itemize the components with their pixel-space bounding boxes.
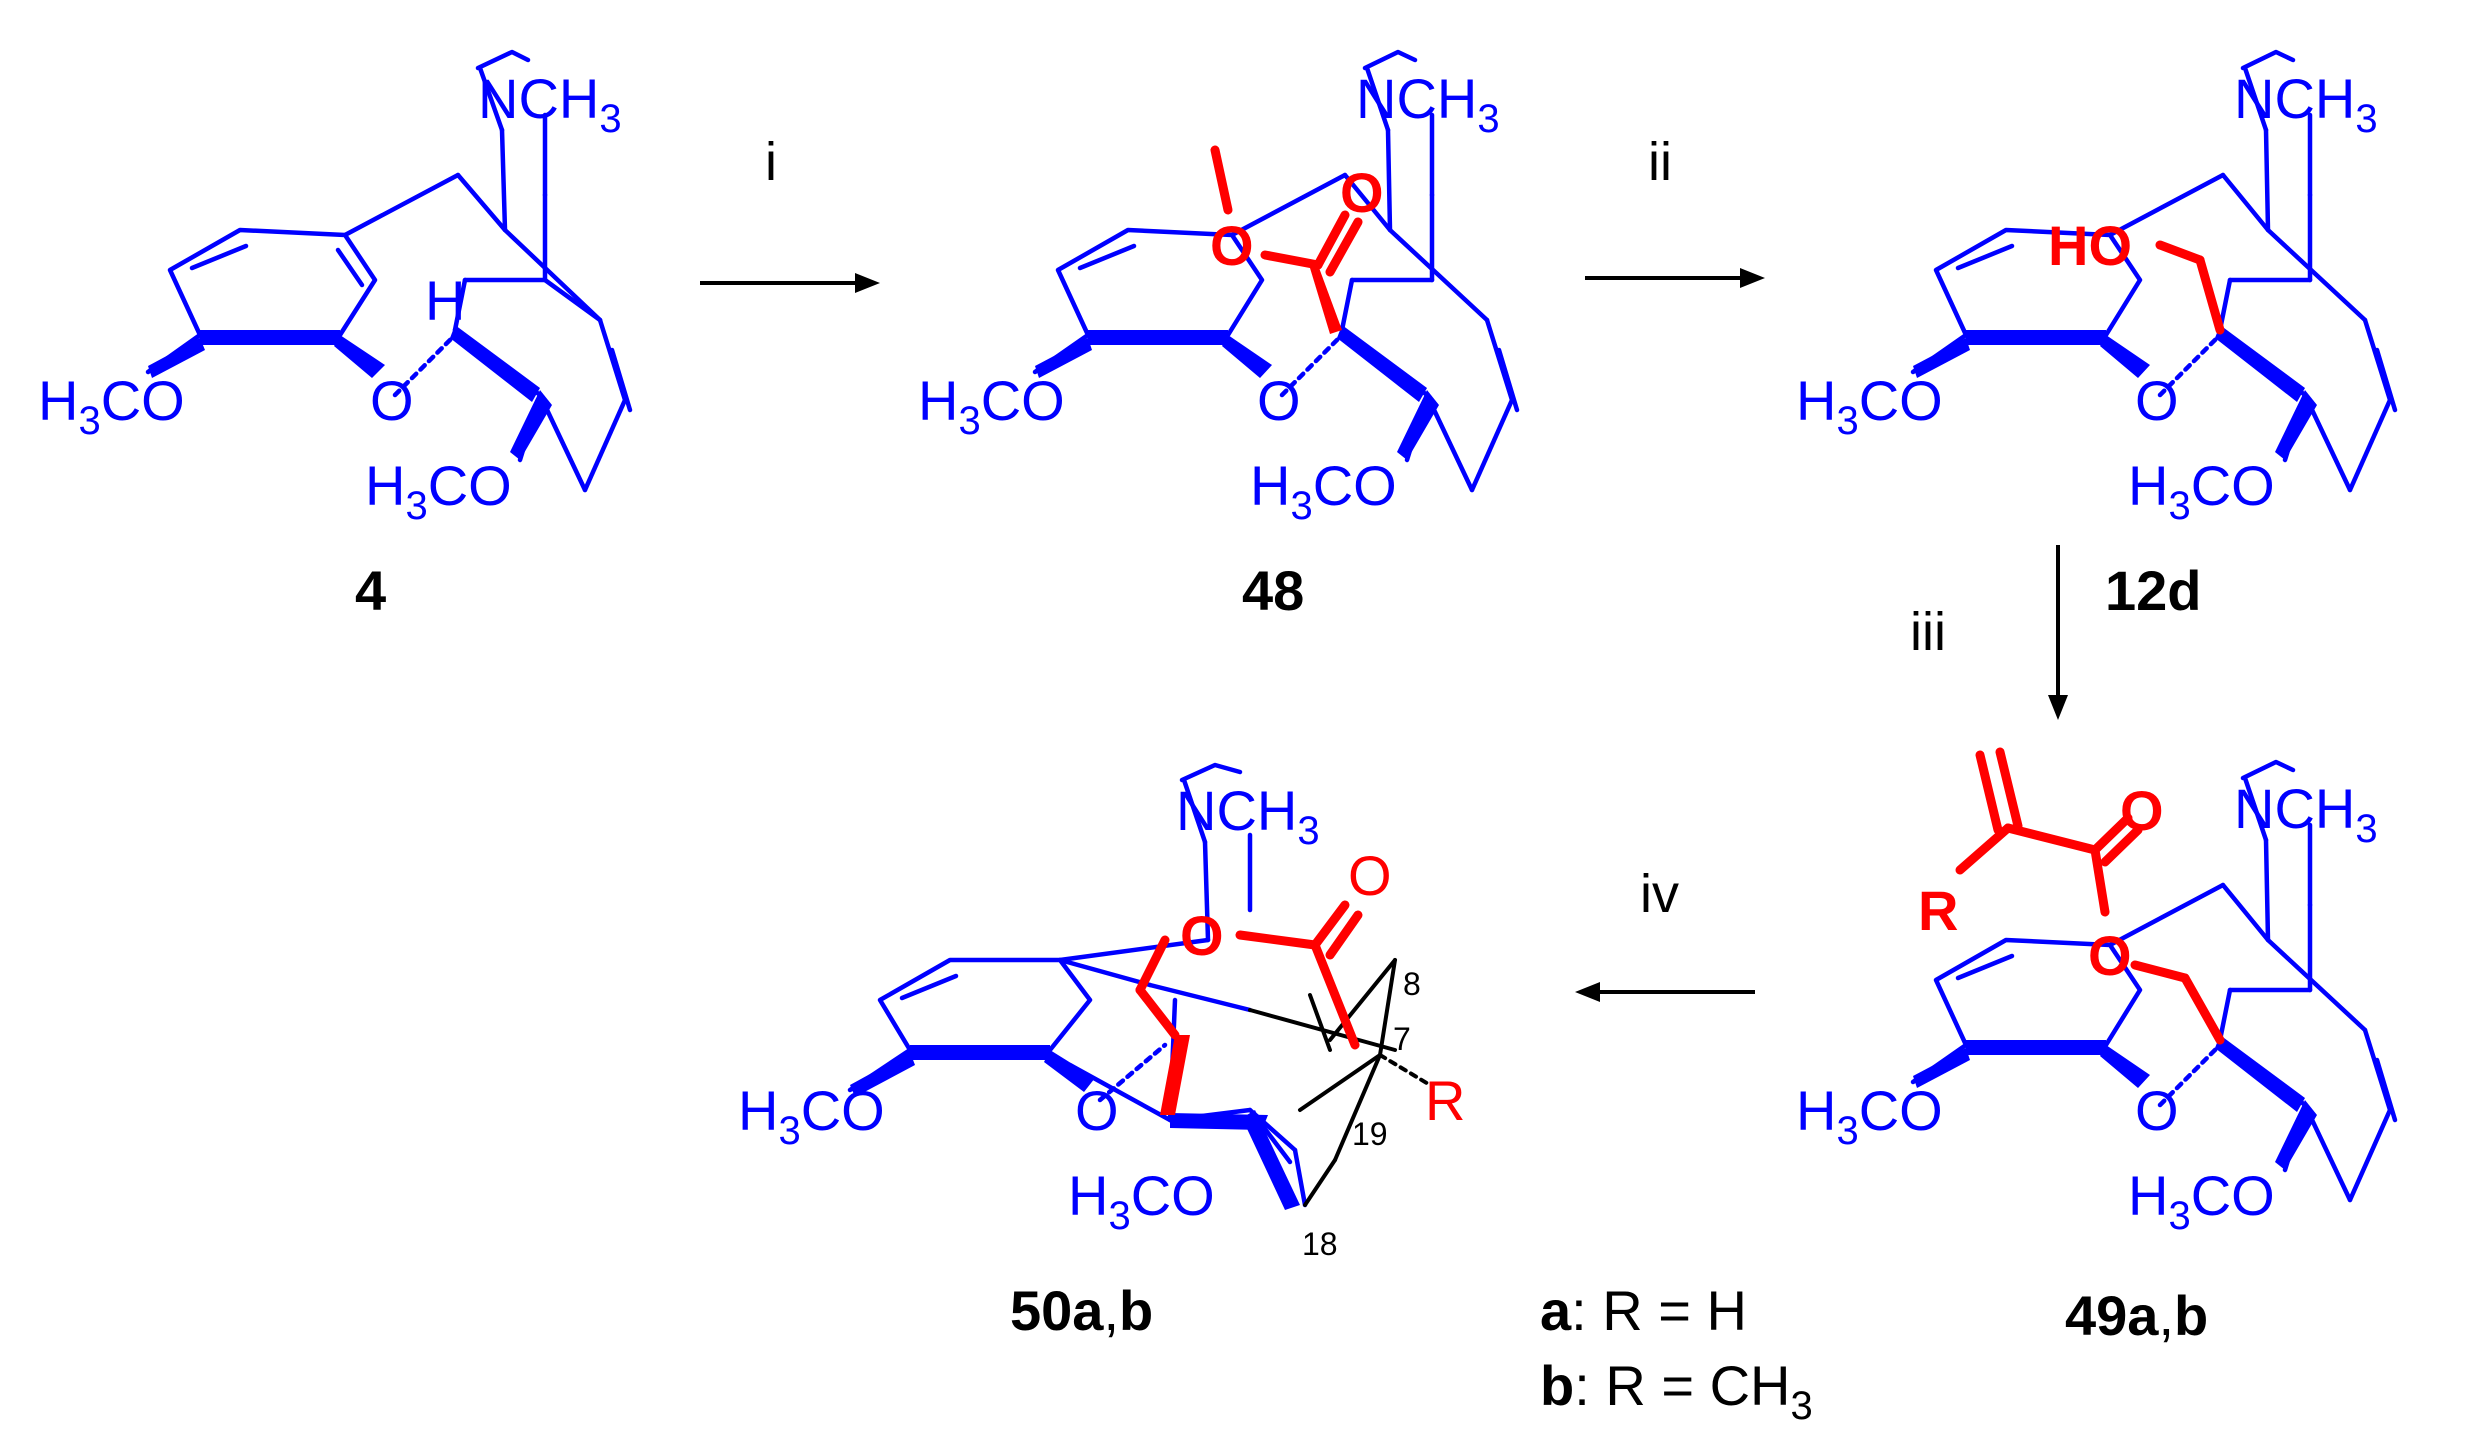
structure-50ab: NCH3 O O R H3CO O H3CO 8 7 19 18 50a,b <box>738 762 1465 1342</box>
nch3-label-49: NCH3 <box>2234 777 2378 851</box>
h3co-label-12d-b: H3CO <box>2128 454 2275 528</box>
oxygen-label-50: O <box>1075 1079 1119 1142</box>
h3co-label-50a: H3CO <box>738 1079 885 1153</box>
hydroxyl-label-12d: HO <box>2048 214 2132 277</box>
oxygen-label-4: O <box>370 369 414 432</box>
nch3-label-12d: NCH3 <box>2234 67 2378 141</box>
h3co-label-50b: H3CO <box>1068 1164 1215 1238</box>
compound-48-label: 48 <box>1242 559 1304 622</box>
carbonyl-oxygen-48: O <box>1340 161 1384 224</box>
compound-49ab-label: 49a,b <box>2065 1284 2208 1347</box>
h3co-label-48a: H3CO <box>918 369 1065 443</box>
step-iv-label: iv <box>1640 864 1679 924</box>
compound-50ab-label: 50a,b <box>1010 1279 1153 1342</box>
nch3-label-48: NCH3 <box>1356 67 1500 141</box>
h3co-label-12d-a: H3CO <box>1796 369 1943 443</box>
oxygen-label-49: O <box>2135 1079 2179 1142</box>
h3co-label-4b: H3CO <box>365 454 512 528</box>
step-ii-label: ii <box>1648 132 1672 192</box>
ester-oxygen-49: O <box>2088 924 2132 987</box>
h3co-label-4a: H3CO <box>38 369 185 443</box>
oxygen-label-12d: O <box>2135 369 2179 432</box>
h3co-label-49a: H3CO <box>1796 1079 1943 1153</box>
position-19-label: 19 <box>1352 1116 1388 1152</box>
structure-48: NCH3 O O H3CO O H3CO 48 <box>918 49 1520 622</box>
nch3-label-50: NCH3 <box>1176 779 1320 853</box>
step-i-label: i <box>765 132 777 192</box>
compound-4-label: 4 <box>355 559 386 622</box>
hydrogen-label-4: H <box>425 269 465 332</box>
position-8-label: 8 <box>1403 966 1421 1002</box>
nch3-label-4: NCH3 <box>478 67 622 141</box>
lactone-oxygen-50: O <box>1180 904 1224 967</box>
h3co-label-48b: H3CO <box>1250 454 1397 528</box>
legend-a: a: R = H <box>1540 1279 1747 1342</box>
r-group-label-50: R <box>1425 1069 1465 1132</box>
legend-b: b: R = CH3 <box>1540 1354 1813 1428</box>
arrow-step-iv <box>1575 982 1755 1002</box>
structure-12d: NCH3 HO H3CO O H3CO 12d <box>1796 49 2398 622</box>
structure-49ab: NCH3 O R O H3CO O H3CO 49a,b <box>1796 747 2398 1347</box>
arrow-step-ii <box>1585 268 1765 288</box>
h3co-label-49b: H3CO <box>2128 1164 2275 1238</box>
substituent-legend: a: R = H b: R = CH3 <box>1540 1279 1813 1428</box>
oxygen-label-48: O <box>1257 369 1301 432</box>
carbonyl-oxygen-49: O <box>2120 779 2164 842</box>
r-group-label-49: R <box>1918 879 1958 942</box>
arrow-step-i <box>700 273 880 293</box>
structure-4: NCH3 H3CO O H H3CO 4 <box>38 49 633 622</box>
ester-oxygen-48: O <box>1210 214 1254 277</box>
step-iii-label: iii <box>1910 602 1946 662</box>
compound-12d-label: 12d <box>2105 559 2202 622</box>
position-7-label: 7 <box>1393 1021 1411 1057</box>
position-18-label: 18 <box>1302 1226 1338 1262</box>
carbonyl-oxygen-50: O <box>1348 844 1392 907</box>
arrow-step-iii <box>2048 545 2068 720</box>
